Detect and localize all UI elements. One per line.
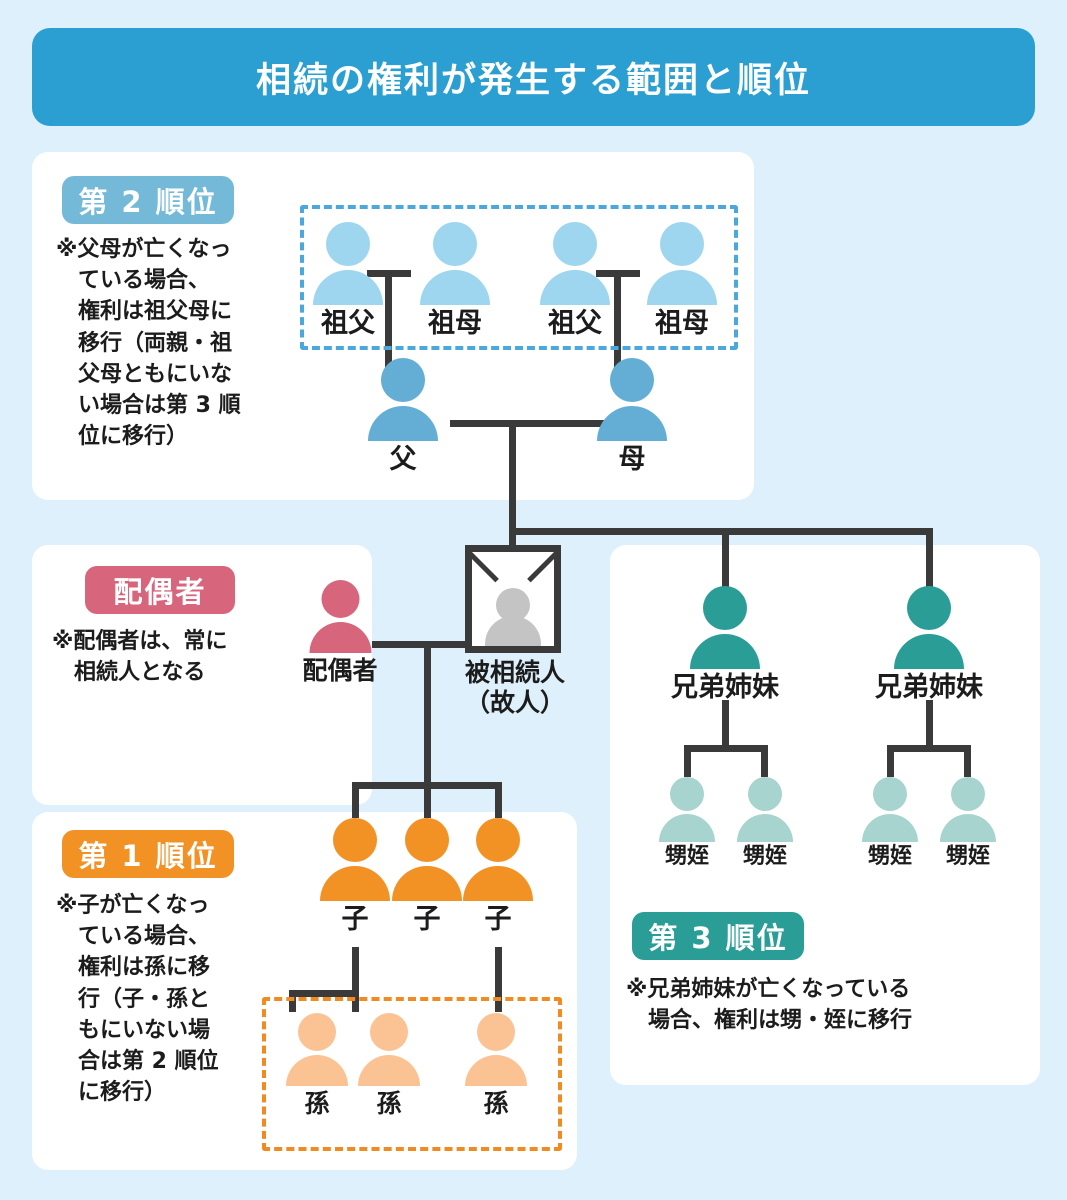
person-father: 父: [368, 358, 438, 475]
connector-to-child-2: [424, 782, 431, 818]
connector-parents-to-deceased: [509, 420, 516, 548]
connector-sibling1-bar: [684, 745, 768, 752]
person-label: 祖母: [655, 308, 709, 339]
person-label: 兄弟姉妹: [875, 672, 983, 703]
person-icon: [420, 222, 490, 305]
connector-spouse-marriage: [372, 641, 472, 648]
person-label: 兄弟姉妹: [671, 672, 779, 703]
person-nephew-3: 甥姪: [862, 777, 918, 869]
person-grandchild-3: 孫: [465, 1013, 527, 1118]
person-icon: [463, 818, 533, 901]
person-label: 甥姪: [742, 844, 787, 869]
connector-to-nephew-2: [761, 745, 768, 777]
person-icon: [875, 586, 983, 669]
person-icon: [465, 1013, 527, 1086]
person-label: 孫: [376, 1089, 402, 1118]
connector-grandparents-to-father: [385, 270, 392, 374]
person-icon: [597, 358, 667, 441]
connector-to-nephew-4: [964, 745, 971, 777]
grandchildren-highlight-box: [262, 997, 562, 1151]
person-spouse: 配偶者: [302, 580, 378, 685]
person-label: 孫: [483, 1089, 509, 1118]
spouse-note: ※配偶者は、常に 相続人となる: [52, 629, 228, 686]
connector-to-child-1: [352, 782, 359, 818]
grandparents-highlight-box: [300, 205, 738, 350]
person-icon: [737, 777, 793, 842]
connector-sibling2-bar: [887, 745, 971, 752]
person-label: 子: [484, 904, 512, 935]
rank3-badge: 第 3 順位: [632, 912, 804, 960]
person-child-3: 子: [463, 818, 533, 935]
person-icon: [392, 818, 462, 901]
person-grandfather-maternal: 祖父: [540, 222, 610, 339]
person-icon: [286, 1013, 348, 1086]
connector-grandparents-to-mother: [614, 270, 621, 374]
connector-to-grandchild-2: [352, 990, 359, 1012]
connector-grandparents-bar-right: [596, 270, 640, 277]
person-label: 母: [618, 444, 646, 475]
person-deceased: 被相続人 （故人）: [465, 545, 565, 717]
person-nephew-1: 甥姪: [659, 777, 715, 869]
person-label: 祖母: [428, 308, 482, 339]
connector-deceased-sibling-bar: [509, 528, 933, 535]
rank2-note: ※父母が亡くなっ ている場合、 権利は祖父母に 移行（両親・祖 父母ともにいな …: [56, 237, 241, 450]
connector-sibling2-drop: [926, 700, 933, 750]
person-grandfather-paternal: 祖父: [313, 222, 383, 339]
person-icon: [940, 777, 996, 842]
connector-to-nephew-3: [887, 745, 894, 777]
connector-child1-bar: [289, 990, 359, 997]
person-label: 子: [341, 904, 369, 935]
connector-grandparents-bar-left: [367, 270, 411, 277]
connector-to-sibling-2: [926, 528, 933, 590]
person-icon: [368, 358, 438, 441]
person-grandmother-paternal: 祖母: [420, 222, 490, 339]
person-label: 祖父: [548, 308, 602, 339]
spouse-badge: 配偶者: [85, 566, 235, 614]
person-icon: [540, 222, 610, 305]
person-icon: [320, 818, 390, 901]
person-icon: [302, 580, 377, 653]
connector-to-sibling-1: [722, 528, 729, 590]
person-label: 甥姪: [945, 844, 990, 869]
rank1-note: ※子が亡くなっ ている場合、 権利は孫に移 行（子・孫と もにいない場 合は第 …: [56, 893, 219, 1106]
person-grandmother-maternal: 祖母: [647, 222, 717, 339]
person-nephew-2: 甥姪: [737, 777, 793, 869]
connector-to-child-3: [495, 782, 502, 818]
person-label: 甥姪: [664, 844, 709, 869]
connector-child1-drop: [352, 947, 359, 997]
connector-to-nephew-1: [684, 745, 691, 777]
person-label: 子: [413, 904, 441, 935]
connector-child3-to-grandchild-3: [495, 947, 502, 1012]
rank2-badge: 第 2 順位: [62, 176, 234, 224]
person-label: 甥姪: [867, 844, 912, 869]
page-title: 相続の権利が発生する範囲と順位: [32, 28, 1035, 126]
memorial-frame-icon: [465, 545, 561, 653]
person-grandchild-1: 孫: [286, 1013, 348, 1118]
rank3-note: ※兄弟姉妹が亡くなっている 場合、権利は甥・姪に移行: [626, 977, 913, 1034]
person-mother: 母: [597, 358, 667, 475]
person-icon: [659, 777, 715, 842]
person-icon: [313, 222, 383, 305]
person-grandchild-2: 孫: [358, 1013, 420, 1118]
person-label: 父: [389, 444, 417, 475]
connector-spouse-to-children: [424, 641, 431, 789]
person-icon: [647, 222, 717, 305]
connector-to-grandchild-1: [289, 990, 296, 1012]
person-label: 被相続人 （故人）: [465, 658, 566, 717]
person-nephew-4: 甥姪: [940, 777, 996, 869]
person-child-2: 子: [392, 818, 462, 935]
person-label: 祖父: [321, 308, 375, 339]
rank1-badge: 第 1 順位: [62, 830, 234, 878]
connector-sibling1-drop: [722, 700, 729, 750]
person-icon: [358, 1013, 420, 1086]
person-sibling-2: 兄弟姉妹: [875, 586, 983, 703]
person-child-1: 子: [320, 818, 390, 935]
connector-parents-marriage: [450, 420, 606, 427]
person-sibling-1: 兄弟姉妹: [671, 586, 779, 703]
person-icon: [671, 586, 779, 669]
person-label: 孫: [304, 1089, 330, 1118]
person-icon: [862, 777, 918, 842]
person-label: 配偶者: [302, 656, 378, 685]
